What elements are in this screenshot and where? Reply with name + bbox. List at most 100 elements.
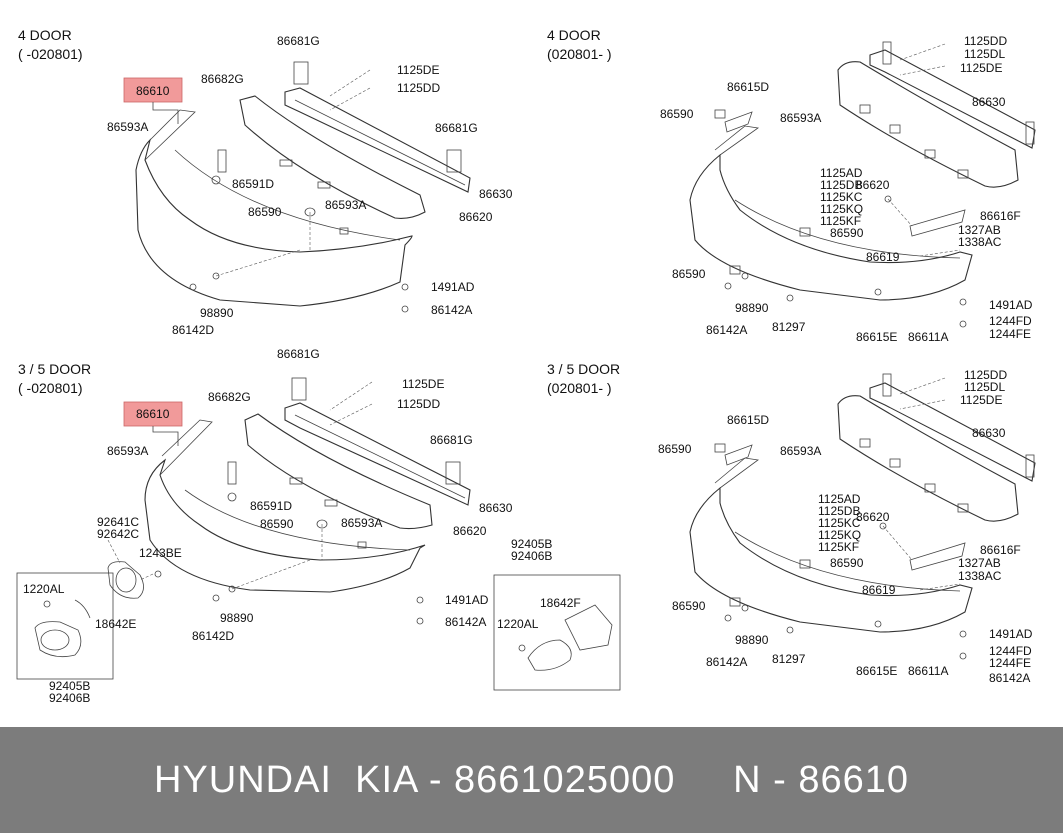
q2-beam-bracket-1 [882,41,892,65]
q4-clip-part [874,620,882,628]
q3-label-j: 86593A [341,516,382,530]
q3-label-h: 86630 [479,501,513,515]
q1-label-a: 86593A [107,120,148,134]
q2-label-v: 1244FD [989,314,1032,328]
q2-label-u: 98890 [735,301,769,315]
q2-label-aa: 86611A [908,330,948,344]
q4-label-g: 86630 [972,426,1006,440]
q3-label-q: 1491AD [445,593,489,607]
q4-label-j: 86620 [856,510,890,524]
q4-label-w: 1244FE [989,656,1031,670]
q2-label-c: 1125DE [960,61,1002,75]
q4-beam-bracket-2 [1025,454,1035,478]
q2-label-j: 86620 [856,178,890,192]
q3-label-r: 98890 [220,611,254,625]
q2-nut-part [959,298,967,306]
q2-pin-part [786,294,794,302]
q1-bracket [152,102,179,124]
q3-fog-lamp-lens [40,629,70,651]
q3-label-a: 86681G [277,347,320,361]
q2-label-d: 86615D [727,80,769,94]
q1-label-e: 1125DD [397,81,440,95]
q3-absorber-slot-1 [289,477,303,485]
q3-bolt-part [212,594,220,602]
q1-header-line2: ( -020801) [18,46,83,62]
q2-label-b: 1125DL [964,47,1005,61]
q3-label-z: 1220AL [497,617,539,631]
q3-label-f: 86681G [430,433,473,447]
q4-bumper-beam [869,382,1036,482]
q1-label-l: 1491AD [431,280,475,294]
q4-cap-part-2 [799,559,811,569]
q4-label-x: 81297 [772,652,806,666]
q1-absorber-slot-1 [279,159,293,167]
quadrant-35door-late: 3 / 5 DOOR (020801- ) 1125DD 1125DL 1125… [547,361,1036,685]
q2-clip-part [874,288,882,296]
q1-label-f: 86681G [435,121,478,135]
q2-bracket-part [724,111,753,133]
q3-label-v: 92406B [49,691,90,705]
q1-label-j: 86590 [248,205,282,219]
q3-label-l: 92642C [97,527,139,541]
q3-label-d: 1125DD [397,397,440,411]
q1-bumper-beam [284,87,471,193]
q4-screw-part [959,652,967,660]
q3-bumper-end [159,419,213,476]
q2-screw-part-2 [741,272,749,280]
q1-header-line1: 4 DOOR [18,27,72,43]
q1-bumper-cover [135,138,413,307]
q4-label-u: 98890 [735,633,769,647]
q2-cap-part-3 [729,265,741,275]
q2-label-r: 86619 [866,250,900,264]
q3-label-m: 86620 [453,524,487,538]
q4-label-v: 1244FD [989,644,1032,658]
q3-screw-part-5 [518,644,526,652]
q2-label-a: 1125DD [964,34,1007,48]
q2-label-k: 1125KC [820,190,863,204]
q2-cap-part [714,109,726,119]
q4-label-k: 1125KC [818,516,861,530]
q1-label-n: 86142A [431,303,472,317]
q3-label-e: 86593A [107,444,148,458]
q3-label-c: 86682G [208,390,251,404]
q3-bumper-beam [284,402,471,506]
q4-bracket-part [724,444,753,466]
q3-label-p: 18642E [95,617,136,631]
q3-bracket-part-2 [445,461,461,485]
q3-label-o: 1220AL [23,582,65,596]
q4-label-f: 86593A [780,444,821,458]
q2-label-y: 86142A [706,323,747,337]
q4-label-o: 1327AB [958,556,1001,570]
q2-label-z: 86615E [856,330,897,344]
q2-label-q: 1338AC [958,235,1002,249]
q2-absorber-slot-2 [889,124,901,134]
q1-leader-lines [215,69,371,277]
q4-label-y: 86142A [706,655,747,669]
q4-label-l: 1125KQ [818,528,861,542]
q4-absorber-slot-2 [889,458,901,468]
q2-label-e: 86590 [660,107,694,121]
q3-fog-lamp-part-2 [564,604,613,651]
q2-absorber-slot-4 [957,169,969,179]
q3-label-w: 92405B [511,537,552,551]
exploded-parts-diagram: 4 DOOR ( -020801) 86610 86593A 86682G 86… [16,27,1036,705]
q4-label-z: 86615E [856,664,897,678]
q4-bolt-part [724,614,732,622]
q3-label-u: 92405B [49,679,90,693]
q1-label-b: 86682G [201,72,244,86]
part-number-banner: HYUNDAI KIA - 8661025000 N - 86610 [0,727,1063,833]
q4-label-b: 1125DL [964,380,1005,394]
q4-label-m: 86616F [980,543,1021,557]
q2-absorber-slot-1 [859,104,871,114]
q1-label-h: 86630 [479,187,513,201]
q2-label-w: 81297 [772,320,806,334]
q2-bumper-beam [869,49,1036,149]
q3-screw-part [154,570,162,578]
q4-label-i: 1125DB [818,504,860,518]
q2-energy-absorber [837,61,1019,188]
q2-leader-lines [887,43,961,257]
q3-screw-part-4 [43,600,51,608]
q4-header-line2: (020801- ) [547,380,612,396]
q4-label-r: 86619 [862,583,896,597]
q2-bumper-end [714,125,760,156]
